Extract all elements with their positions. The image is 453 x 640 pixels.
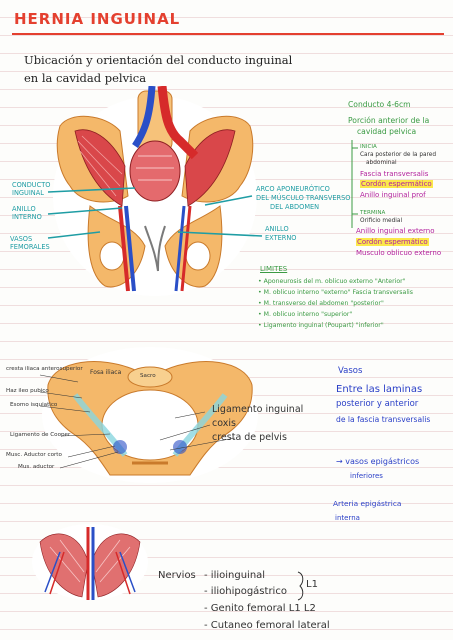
inicia-item-2: abdominal [366,160,397,166]
limites-header: LIMITES [260,265,288,273]
nervio-item-1: - ilioinguinal [204,570,266,581]
fig2-label-cresta-iliaca: cresta iliaca anterosuperior [6,366,83,372]
abdominal-wall-illustration [32,524,148,600]
label-anillo-interno-1: ANILLO [12,205,36,213]
limites-item-3: • M. transverso del abdomen "posterior" [258,300,384,307]
label-arco-2: DEL MÚSCULO TRANSVERSO [256,194,351,202]
pelvis-anterior-illustration [53,86,257,296]
label-conducto-inguinal-2: INGUINAL [12,189,44,197]
vasos-line-7: interna [335,514,360,522]
nervios-bracket-label: L1 [306,579,318,590]
pelvis-superior-illustration [42,347,258,483]
termina-item-2: Anillo inguinal externo [356,227,435,235]
fig2-label-fosa-iliaca: Fosa iliaca [90,369,122,376]
fig2-label-coxis: coxis [212,418,236,429]
vasos-line-6: Arteria epigástrica [333,499,402,508]
nervio-item-3: - Genito femoral L1 L2 [204,603,316,614]
note-porcion-1: Porción anterior de la [348,116,430,125]
limites-item-4-text: M. oblicuo interno "superior" [263,311,353,318]
inicia-item-3: Fascia transversalis [360,170,429,178]
limites-item-5: • Ligamento inguinal (Poupart) "inferior… [258,322,384,329]
limites-item-1: • Aponeurosis del m. oblicuo externo "An… [258,278,406,285]
termina-header: TERMINA [360,210,386,216]
limites-item-2-text: M. oblicuo interno "externo" Fascia tran… [263,289,413,296]
fig2-label-ligamento-cooper: Ligamento de Cooper [10,432,71,438]
nervio-item-2: - iliohipogástrico [204,586,287,597]
nervio-item-4-text: Cutaneo femoral lateral [210,620,330,631]
subtitle-line-2: en la cavidad pelvica [24,71,147,85]
nervio-item-4: - Cutaneo femoral lateral [204,620,330,631]
limites-item-5-text: Ligamento inguinal (Poupart) "inferior" [263,322,384,329]
vasos-line-4: → vasos epigástricos [336,457,420,466]
page-title: HERNIA INGUINAL [14,10,181,28]
inicia-header: INICIA [360,144,377,150]
vasos-header: Vasos [338,366,363,376]
label-arco-1: ARCO APONEURÓTICO [256,185,330,193]
limites-item-1-text: Aponeurosis del m. oblicuo externo "Ante… [263,278,406,285]
subtitle-line-1: Ubicación y orientación del conducto ing… [24,53,293,67]
label-vasos-femorales-1: VASOS [10,235,33,243]
fig2-label-cresta-pelvis: cresta de pelvis [212,432,287,443]
note-conducto: Conducto 4-6cm [348,100,411,109]
nervio-item-1-text: ilioinguinal [210,570,266,581]
title-underline [12,33,444,35]
vasos-line-1: Entre las laminas [336,384,423,395]
termina-item-4: Musculo oblicuo externo [356,249,442,257]
nervio-item-3-text: Genito femoral L1 L2 [210,603,316,614]
fig2-label-aductor-corto: Musc. Aductor corto [6,452,62,458]
highlight-cordon-2: Cordón espermático [356,238,429,246]
fig2-label-ligamento-inguinal: Ligamento inguinal [212,404,304,415]
termina-item-1: Orificio medial [360,218,403,224]
vasos-line-5: inferiores [350,472,383,480]
inicia-item-1: Cara posterior de la pared [360,152,437,158]
fig2-label-aductor: Mus. aductor [18,464,55,470]
label-conducto-inguinal-1: CONDUCTO [12,181,51,189]
note-porcion-2: cavidad pelvica [357,127,417,136]
nervios-label: Nervios [158,570,196,581]
termina-item-3: Cordón espermático [356,238,429,246]
inicia-item-5: Anillo inguinal prof [360,191,426,199]
label-vasos-femorales-2: FEMORALES [10,243,50,251]
vasos-line-3: de la fascia transversalis [336,415,431,424]
limites-item-4: • M. oblicuo interno "superior" [258,311,353,318]
label-arco-3: DEL ABDOMEN [270,203,320,211]
label-anillo-interno-2: INTERNO [12,213,42,221]
vasos-line-2: posterior y anterior [336,399,419,409]
fig2-label-esomo-isquiatico: Esomo isquiatico [10,402,58,408]
nervio-item-2-text: iliohipogástrico [210,586,287,597]
limites-item-2: • M. oblicuo interno "externo" Fascia tr… [258,289,413,296]
fig2-label-haz-ileo-pubico: Haz ileo pubico [6,388,49,394]
limites-item-3-text: M. transverso del abdomen "posterior" [263,300,384,307]
highlight-cordon-1: Cordón espermático [360,180,433,188]
label-anillo-externo-1: ANILLO [265,225,289,233]
fig2-label-sacro: Sacro [140,373,156,379]
label-anillo-externo-2: EXTERNO [265,234,297,242]
inicia-item-4: Cordón espermático [360,180,433,188]
